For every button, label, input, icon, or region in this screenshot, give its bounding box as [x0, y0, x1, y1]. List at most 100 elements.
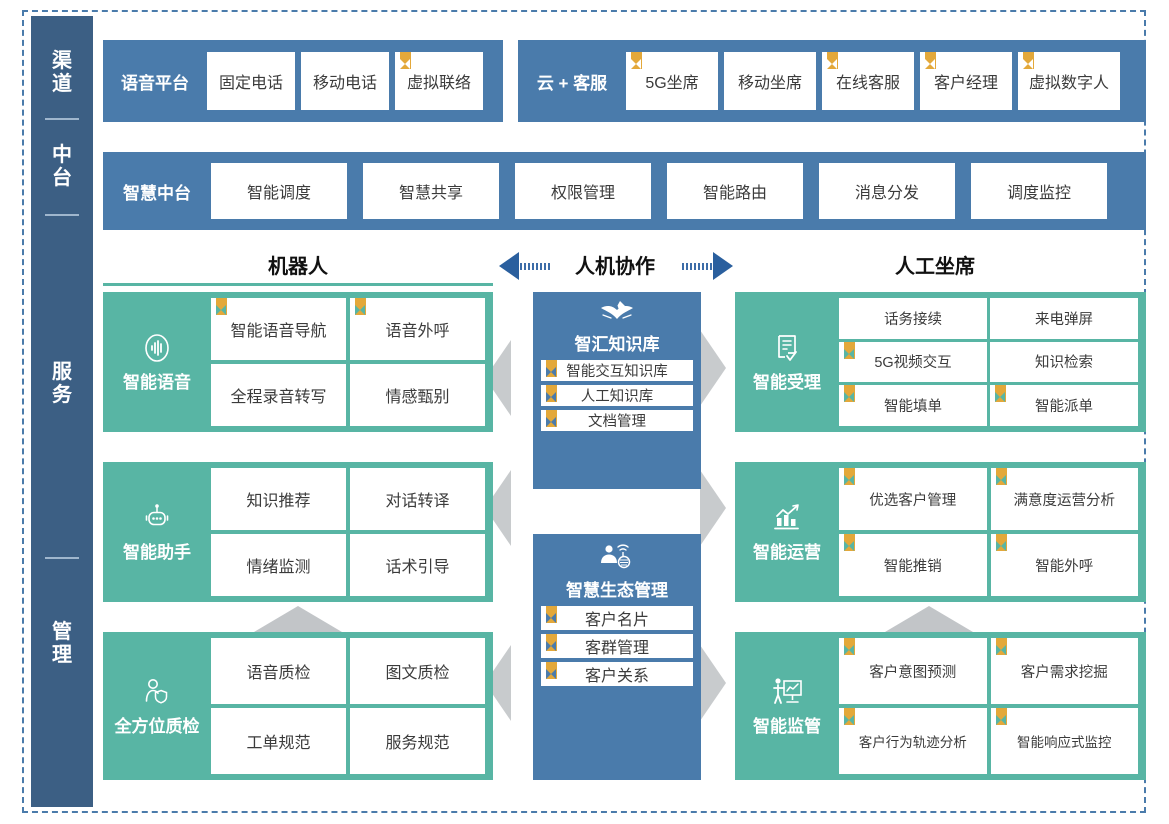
service-cell[interactable]: 语音质检: [211, 638, 346, 704]
arrow-right-icon: [713, 252, 733, 280]
cell-label: 图文质检: [385, 665, 450, 682]
cell-label: 语音质检: [246, 665, 311, 682]
service-cell[interactable]: 满意度运营分析: [990, 468, 1138, 530]
service-cell[interactable]: 服务规范: [350, 708, 485, 774]
center-cell[interactable]: 文档管理: [541, 410, 693, 431]
bookmark-icon: [631, 52, 642, 69]
service-cell[interactable]: 智能推销: [839, 534, 987, 596]
header-robot: 机器人: [268, 255, 328, 278]
sidebar-label-service-text: 服务: [52, 361, 72, 406]
service-cell[interactable]: 智能语音导航: [211, 298, 346, 360]
block-title-text: 智汇知识库: [574, 335, 660, 354]
center-cell[interactable]: 人工知识库: [541, 385, 693, 406]
channel-cell[interactable]: 虚拟联络: [395, 52, 483, 110]
service-cell[interactable]: 话务接续: [839, 298, 987, 339]
block-cells-intelligent-operation: 优选客户管理 满意度运营分析 智能推销 智能外呼: [839, 462, 1146, 602]
header-human-agent: 人工坐席: [895, 255, 975, 278]
block-intelligent-acceptance: 智能受理 话务接续 来电弹屏 5G视频交互 知识检索 智能填单 智能派单: [735, 292, 1146, 432]
service-cell[interactable]: 对话转译: [350, 468, 485, 530]
open-book-pen-icon: [575, 299, 660, 329]
service-cell[interactable]: 智能填单: [839, 385, 987, 426]
bookmark-icon: [995, 534, 1007, 551]
cell-label: 调度监控: [1006, 185, 1071, 202]
sidebar-divider-1: [45, 118, 79, 120]
service-cell[interactable]: 5G视频交互: [839, 341, 987, 383]
channel-cell[interactable]: 5G坐席: [626, 52, 718, 110]
service-cell[interactable]: 话术引导: [350, 534, 485, 596]
voice-platform-band: 语音平台 固定电话 移动电话 虚拟联络: [103, 40, 503, 122]
cell-label: 话务接续: [884, 311, 942, 328]
block-title-text: 智能受理: [753, 373, 821, 392]
cell-label: 话术引导: [385, 559, 450, 576]
service-cell[interactable]: 图文质检: [350, 638, 485, 704]
channel-cell[interactable]: 移动坐席: [724, 52, 816, 110]
bookmark-icon: [995, 385, 1006, 403]
service-cell[interactable]: 情感甄别: [350, 364, 485, 426]
service-cell[interactable]: 优选客户管理: [839, 468, 987, 530]
bookmark-icon: [844, 468, 855, 485]
block-full-quality-inspection: 全方位质检 语音质检 图文质检 工单规范 服务规范: [103, 632, 493, 780]
cell-label: 移动坐席: [737, 75, 802, 92]
service-cell[interactable]: 工单规范: [211, 708, 346, 774]
service-cell[interactable]: 知识检索: [990, 341, 1138, 383]
bookmark-icon: [995, 468, 1007, 485]
cell-label: 服务规范: [385, 735, 450, 752]
service-cell[interactable]: 来电弹屏: [990, 298, 1138, 339]
bookmark-icon: [546, 662, 557, 679]
center-cell[interactable]: 客户名片: [541, 606, 693, 630]
cell-label: 客户关系: [584, 668, 649, 685]
service-cell[interactable]: 智能派单: [990, 385, 1138, 426]
cell-label: 满意度运营分析: [1013, 492, 1116, 509]
cell-label: 权限管理: [550, 185, 615, 202]
service-cell[interactable]: 智能外呼: [990, 534, 1138, 596]
service-cell[interactable]: 情绪监测: [211, 534, 346, 596]
center-cell[interactable]: 客户关系: [541, 662, 693, 686]
cell-label: 5G坐席: [645, 75, 699, 92]
service-cell[interactable]: 客户需求挖掘: [990, 638, 1138, 704]
service-cell[interactable]: 客户行为轨迹分析: [839, 708, 987, 774]
bookmark-icon: [844, 708, 855, 725]
channel-cell[interactable]: 固定电话: [207, 52, 295, 110]
bookmark-icon: [844, 534, 855, 551]
cell-label: 虚拟联络: [406, 75, 471, 92]
cell-label: 智能交互知识库: [566, 364, 668, 380]
block-cells-intelligent-acceptance: 话务接续 来电弹屏 5G视频交互 知识检索 智能填单 智能派单: [839, 292, 1146, 432]
service-cell[interactable]: 客户意图预测: [839, 638, 987, 704]
center-cell[interactable]: 智能交互知识库: [541, 360, 693, 381]
presenter-board-icon: [769, 675, 805, 709]
sidebar-label-channel-text: 渠道: [52, 50, 72, 95]
block-cells-full-quality-inspection: 语音质检 图文质检 工单规范 服务规范: [211, 632, 493, 780]
block-cells-intelligent-supervision: 客户意图预测 客户需求挖掘 客户行为轨迹分析 智能响应式监控: [839, 632, 1146, 780]
platform-cell[interactable]: 智能调度: [211, 163, 347, 219]
platform-cell[interactable]: 智慧共享: [363, 163, 499, 219]
cell-label: 客群管理: [584, 640, 649, 657]
platform-cell[interactable]: 调度监控: [971, 163, 1107, 219]
block-title-text: 智能监管: [753, 717, 821, 736]
bookmark-icon: [844, 385, 855, 403]
layer-sidebar: 渠道 中台 服务 管理: [31, 16, 93, 807]
channel-cell[interactable]: 客户经理: [920, 52, 1012, 110]
platform-cell[interactable]: 权限管理: [515, 163, 651, 219]
block-ecosystem-management: 智慧生态管理 客户名片 客群管理 客户关系: [533, 534, 701, 780]
cloud-service-title: 云 + 客服: [536, 73, 608, 93]
channel-cell[interactable]: 在线客服: [822, 52, 914, 110]
document-check-icon: [771, 331, 803, 365]
service-cell[interactable]: 语音外呼: [350, 298, 485, 360]
service-cell[interactable]: 知识推荐: [211, 468, 346, 530]
center-cell[interactable]: 客群管理: [541, 634, 693, 658]
service-cell[interactable]: 智能响应式监控: [990, 708, 1138, 774]
cell-label: 智慧共享: [398, 185, 463, 202]
channel-cell[interactable]: 虚拟数字人: [1018, 52, 1120, 110]
bookmark-icon: [995, 708, 1007, 725]
platform-cell[interactable]: 消息分发: [819, 163, 955, 219]
channel-cell[interactable]: 移动电话: [301, 52, 389, 110]
bookmark-icon: [546, 606, 557, 623]
block-title-intelligent-acceptance: 智能受理: [735, 292, 839, 432]
cell-label: 智能派单: [1035, 399, 1093, 416]
sidebar-label-channel: 渠道: [49, 50, 75, 96]
block-cells-intelligent-assistant: 知识推荐 对话转译 情绪监测 话术引导: [211, 462, 493, 602]
cell-label: 人工知识库: [580, 389, 654, 405]
platform-cell[interactable]: 智能路由: [667, 163, 803, 219]
service-cell[interactable]: 全程录音转写: [211, 364, 346, 426]
